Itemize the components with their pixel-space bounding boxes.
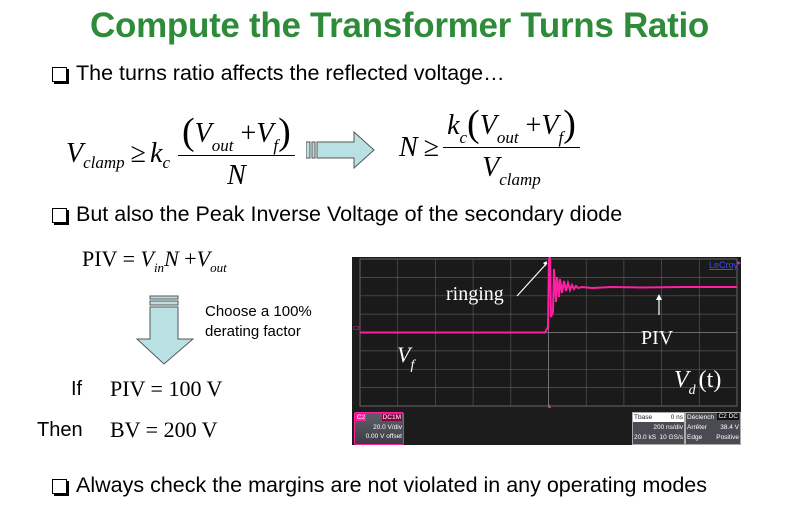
channel-marker: C2 <box>353 326 360 332</box>
timebase-delay: 0 ns <box>670 414 683 421</box>
eq2-fraction: kc(Vout +Vf) Vclamp <box>443 104 580 191</box>
bullet-2: But also the Peak Inverse Voltage of the… <box>52 202 622 227</box>
turns-ratio-inequality: N ≥ kc(Vout +Vf) Vclamp <box>399 104 580 191</box>
eq2-lhs: N <box>399 131 418 163</box>
derating-note: Choose a 100% derating factor <box>205 302 312 342</box>
derating-note-line-1: Choose a 100% <box>205 303 312 320</box>
piv-n: N <box>164 246 179 271</box>
channel-coupling: DC1M <box>381 414 402 421</box>
eq1-num-v1-sub: out <box>211 136 234 155</box>
brand-label: LeCroy <box>709 260 739 270</box>
bullet-3: Always check the margins are not violate… <box>52 473 707 498</box>
eq1-fraction: (Vout +Vf) N <box>178 112 295 196</box>
piv-plus: + <box>184 246 197 271</box>
piv-label: PIV <box>641 327 674 349</box>
eq2-num-v1: V <box>479 110 497 141</box>
eq1-den: N <box>227 160 246 191</box>
timebase-samples: 20.0 kS <box>634 434 657 441</box>
if-label: If <box>71 378 83 400</box>
derating-note-line-2: derating factor <box>205 323 301 340</box>
eq1-num-v1: V <box>194 118 212 149</box>
vd-arg: (t) <box>698 367 722 393</box>
then-label: Then <box>37 419 83 441</box>
vf-v: V <box>397 342 411 367</box>
right-arrow-icon <box>306 131 375 169</box>
timebase-panel[interactable]: Tbase 0 ns 200 ns/div 20.0 kS 10 GS/s <box>632 412 685 445</box>
eq2-k: k <box>447 110 460 141</box>
piv-lhs: PIV <box>82 246 118 271</box>
vf-sub: f <box>410 358 415 373</box>
eq2-rel: ≥ <box>423 131 440 163</box>
piv-v1: V <box>140 246 154 271</box>
eq2-den-sub: clamp <box>499 170 541 189</box>
eq1-k: k <box>150 138 163 169</box>
scope-grid-and-trace: C2 <box>353 257 741 408</box>
checkbox-bullet-icon <box>52 207 67 223</box>
trigger-label: Déclench <box>687 414 715 421</box>
trigger-level: 38.4 V <box>720 424 739 431</box>
trigger-type: Edge <box>687 434 703 441</box>
slide-title: Compute the Transformer Turns Ratio <box>90 6 709 45</box>
eq1-num-v2: V <box>256 118 274 149</box>
eq1-plus: + <box>240 118 257 149</box>
timebase-sample-rate: 10 GS/s <box>659 434 683 441</box>
eq1-num-v2-sub: f <box>273 136 279 155</box>
eq2-den-v: V <box>482 152 500 183</box>
piv-eq: = <box>122 246 135 271</box>
trigger-panel[interactable]: Déclench C2 DC Arrêter 38.4 V Edge Posit… <box>685 412 741 445</box>
channel-offset: 0.00 V offset <box>365 433 402 440</box>
vd-label: Vd(t) <box>674 367 722 398</box>
trigger-mode: Arrêter <box>687 424 707 431</box>
timebase-rate: 200 ns/div <box>653 424 683 431</box>
checkbox-bullet-icon <box>52 66 67 82</box>
eq1-rel: ≥ <box>130 138 147 169</box>
trigger-source: C2 DC <box>717 413 739 420</box>
eq2-num-v1-sub: out <box>496 128 519 147</box>
vd-sub: d <box>688 383 696 398</box>
channel-id: C2 <box>356 414 367 421</box>
bullet-2-text: But also the Peak Inverse Voltage of the… <box>76 202 623 226</box>
if-expression: PIV = 100 V <box>110 376 223 401</box>
then-expression: BV = 200 V <box>110 417 218 442</box>
trigger-slope: Positive <box>716 434 739 441</box>
eq2-num-v2: V <box>541 110 559 141</box>
eq1-k-sub: c <box>162 153 171 172</box>
vf-label: Vf <box>397 342 414 373</box>
channel-scale: 20.0 V/div <box>373 424 402 431</box>
eq1-lhs: V <box>66 138 84 169</box>
oscilloscope-capture: C2 LeCroy ringing PIV Vf Vd(t) C2 DC1M 2… <box>352 257 741 445</box>
piv-v2: V <box>196 246 211 271</box>
down-arrow-icon <box>136 295 194 365</box>
eq2-num-v2-sub: f <box>558 128 564 147</box>
bullet-1-text: The turns ratio affects the reflected vo… <box>76 61 505 85</box>
piv-v1-sub: in <box>153 260 165 275</box>
bullet-1: The turns ratio affects the reflected vo… <box>52 61 505 86</box>
eq2-plus: + <box>525 110 542 141</box>
timebase-label: Tbase <box>634 414 653 421</box>
bullet-3-text: Always check the margins are not violate… <box>76 473 708 497</box>
vd-v: V <box>674 367 689 393</box>
ringing-label: ringing <box>446 283 504 305</box>
eq2-k-sub: c <box>459 128 468 147</box>
checkbox-bullet-icon <box>52 478 67 494</box>
eq1-lhs-sub: clamp <box>83 153 125 172</box>
piv-v2-sub: out <box>210 260 227 275</box>
channel-panel[interactable]: C2 DC1M 20.0 V/div 0.00 V offset <box>354 412 404 445</box>
piv-equation: PIV = VinN +Vout <box>82 246 227 275</box>
